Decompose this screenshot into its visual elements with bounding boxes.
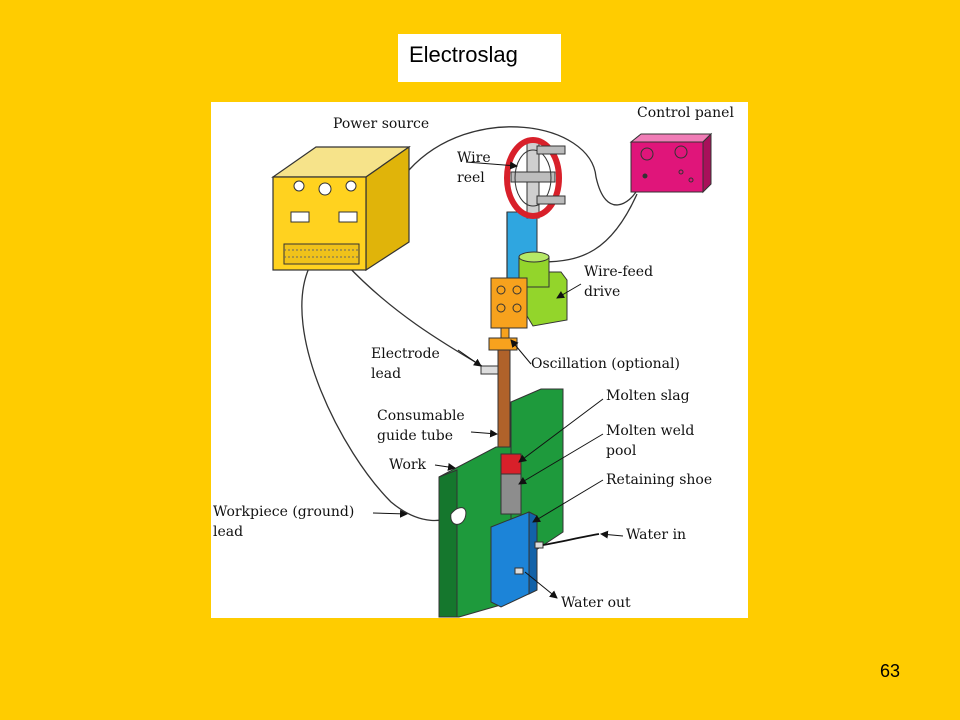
- control-to-drive-cable: [540, 193, 638, 263]
- retaining-shoe: [490, 511, 544, 608]
- label-power-source: Power source: [333, 116, 429, 132]
- power-source-unit: [271, 145, 411, 272]
- molten-slag: [500, 453, 522, 475]
- ground-lead-cable: [301, 267, 457, 522]
- label-oscillation: Oscillation (optional): [531, 356, 680, 372]
- molten-weld-pool: [500, 473, 522, 515]
- label-control-panel: Control panel: [637, 105, 734, 121]
- power-dial-right: [345, 180, 357, 192]
- label-pool: pool: [606, 443, 637, 459]
- label-guide-tube: guide tube: [377, 428, 453, 444]
- power-dial-left: [293, 180, 305, 192]
- electroslag-diagram: Power source Control panel Wire reel Wir…: [211, 102, 748, 618]
- electrode-lead-clamp: [480, 365, 499, 375]
- cables: [301, 126, 638, 522]
- label-wire-feed: Wire-feed: [584, 264, 653, 280]
- power-vent-grille: [283, 243, 360, 265]
- label-reel: reel: [457, 170, 485, 186]
- label-molten-weld: Molten weld: [606, 423, 694, 439]
- wire-reel: [504, 137, 566, 219]
- label-electrode-lead: lead: [371, 366, 401, 382]
- label-workpiece-lead: lead: [213, 524, 243, 540]
- feed-block: [488, 277, 528, 351]
- control-panel-unit: [629, 132, 713, 194]
- label-wire: Wire: [457, 150, 491, 166]
- power-terminal-right: [338, 211, 358, 223]
- label-workpiece-ground: Workpiece (ground): [213, 504, 354, 520]
- label-consumable: Consumable: [377, 408, 465, 424]
- label-water-in: Water in: [626, 527, 686, 543]
- label-retaining-shoe: Retaining shoe: [606, 472, 712, 488]
- label-molten-slag: Molten slag: [606, 388, 690, 404]
- power-to-control-cable: [408, 126, 638, 206]
- label-work: Work: [389, 457, 427, 473]
- power-knob: [318, 182, 332, 196]
- power-terminal-left: [290, 211, 310, 223]
- label-water-out: Water out: [561, 595, 631, 611]
- label-electrode: Electrode: [371, 346, 440, 362]
- leader-lines: [372, 161, 624, 599]
- page-number: 63: [880, 661, 901, 681]
- label-drive: drive: [584, 284, 620, 300]
- water-in-hose: [542, 533, 600, 546]
- slide-title: Electroslag: [398, 34, 561, 82]
